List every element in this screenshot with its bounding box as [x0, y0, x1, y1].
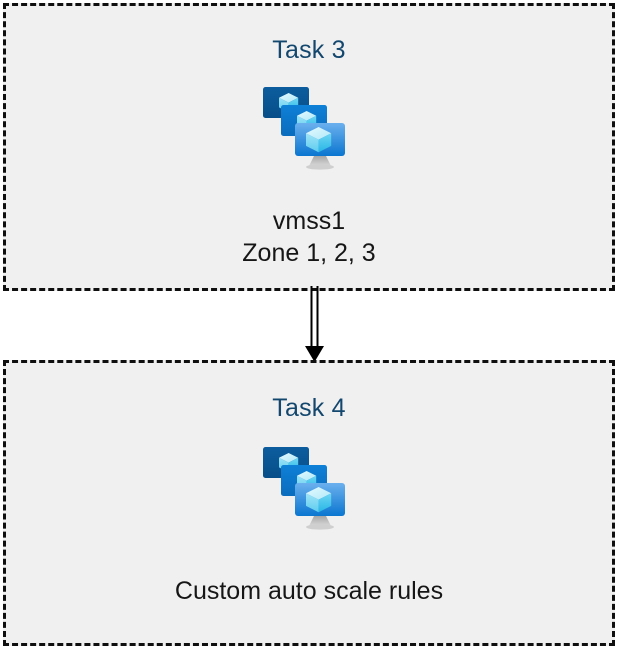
task-title: Task 4	[272, 394, 346, 422]
vmss-icon	[263, 87, 345, 170]
task-caption: Custom auto scale rules	[174, 577, 444, 605]
task-title: Task 3	[272, 36, 346, 64]
connector-arrow-task3-to-task4	[305, 286, 324, 362]
task-box-task4: Task 4	[3, 360, 615, 646]
task-caption: vmss1 Zone 1, 2, 3	[242, 207, 376, 267]
vmss-icon	[263, 447, 345, 530]
task-box-task3: Task 3	[3, 3, 615, 291]
